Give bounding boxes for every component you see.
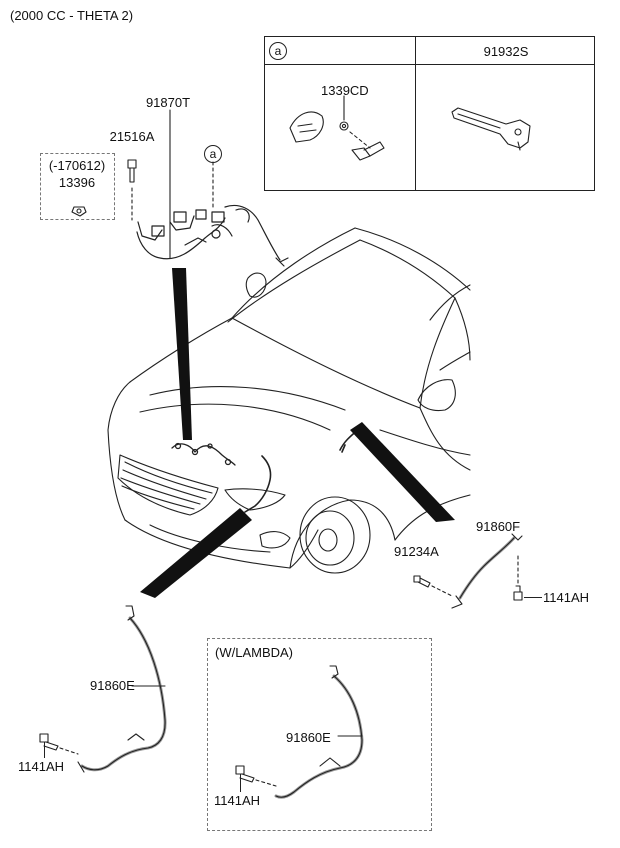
harness-91870t-label: 91870T — [145, 95, 191, 110]
inset-table: a 91932S 1339CD — [264, 36, 595, 191]
inset-91932s-drawing — [451, 107, 531, 151]
lambda-sensor-91860e-label: 91860E — [286, 730, 331, 745]
right-sensor-91860f-drawing — [413, 533, 523, 609]
screw-1141ah-right-label: 1141AH — [543, 590, 590, 605]
leader-arrows — [140, 268, 455, 598]
sensor-91860f-label: 91860F — [476, 519, 521, 534]
leader-1141ah-left — [44, 742, 45, 758]
nut-13396-label: 13396 — [58, 175, 96, 190]
screw-1141ah-left-label: 1141AH — [18, 759, 65, 774]
inset-1339cd-drawing — [289, 95, 385, 161]
lambda-sensor-91860e-drawing — [235, 665, 364, 799]
bolt-21516a-label: 21516A — [109, 129, 155, 144]
inset-callout-a: a — [269, 42, 287, 60]
lambda-screw-1141ah-label: 1141AH — [214, 793, 261, 808]
car-illustration — [107, 227, 471, 574]
engine-harness-on-car — [171, 442, 236, 466]
callout-a-circle: a — [204, 145, 222, 163]
leader-lambda-1141ah — [240, 774, 241, 792]
nut-option-box — [40, 153, 115, 220]
inset-table-divider — [415, 37, 416, 190]
lambda-title: (W/LAMBDA) — [215, 645, 293, 660]
bolt-91234a-label: 91234A — [394, 544, 439, 559]
inset-col2-part: 91932S — [483, 44, 529, 59]
main-harness-drawing — [136, 204, 289, 267]
inset-table-header — [265, 37, 594, 65]
inset-col1-part: 1339CD — [321, 83, 369, 98]
sensor-91860e-label: 91860E — [90, 678, 135, 693]
bolt-21516a-drawing — [127, 159, 137, 221]
lambda-option-box — [207, 638, 432, 831]
engine-label: (2000 CC - THETA 2) — [10, 8, 134, 23]
left-sensor-91860e-drawing — [39, 605, 167, 773]
date-note-label: (-170612) — [48, 158, 106, 173]
sensor-wire-on-car — [244, 427, 361, 513]
leader-1141ah-right — [524, 597, 542, 598]
nut-13396-drawing — [71, 206, 87, 217]
